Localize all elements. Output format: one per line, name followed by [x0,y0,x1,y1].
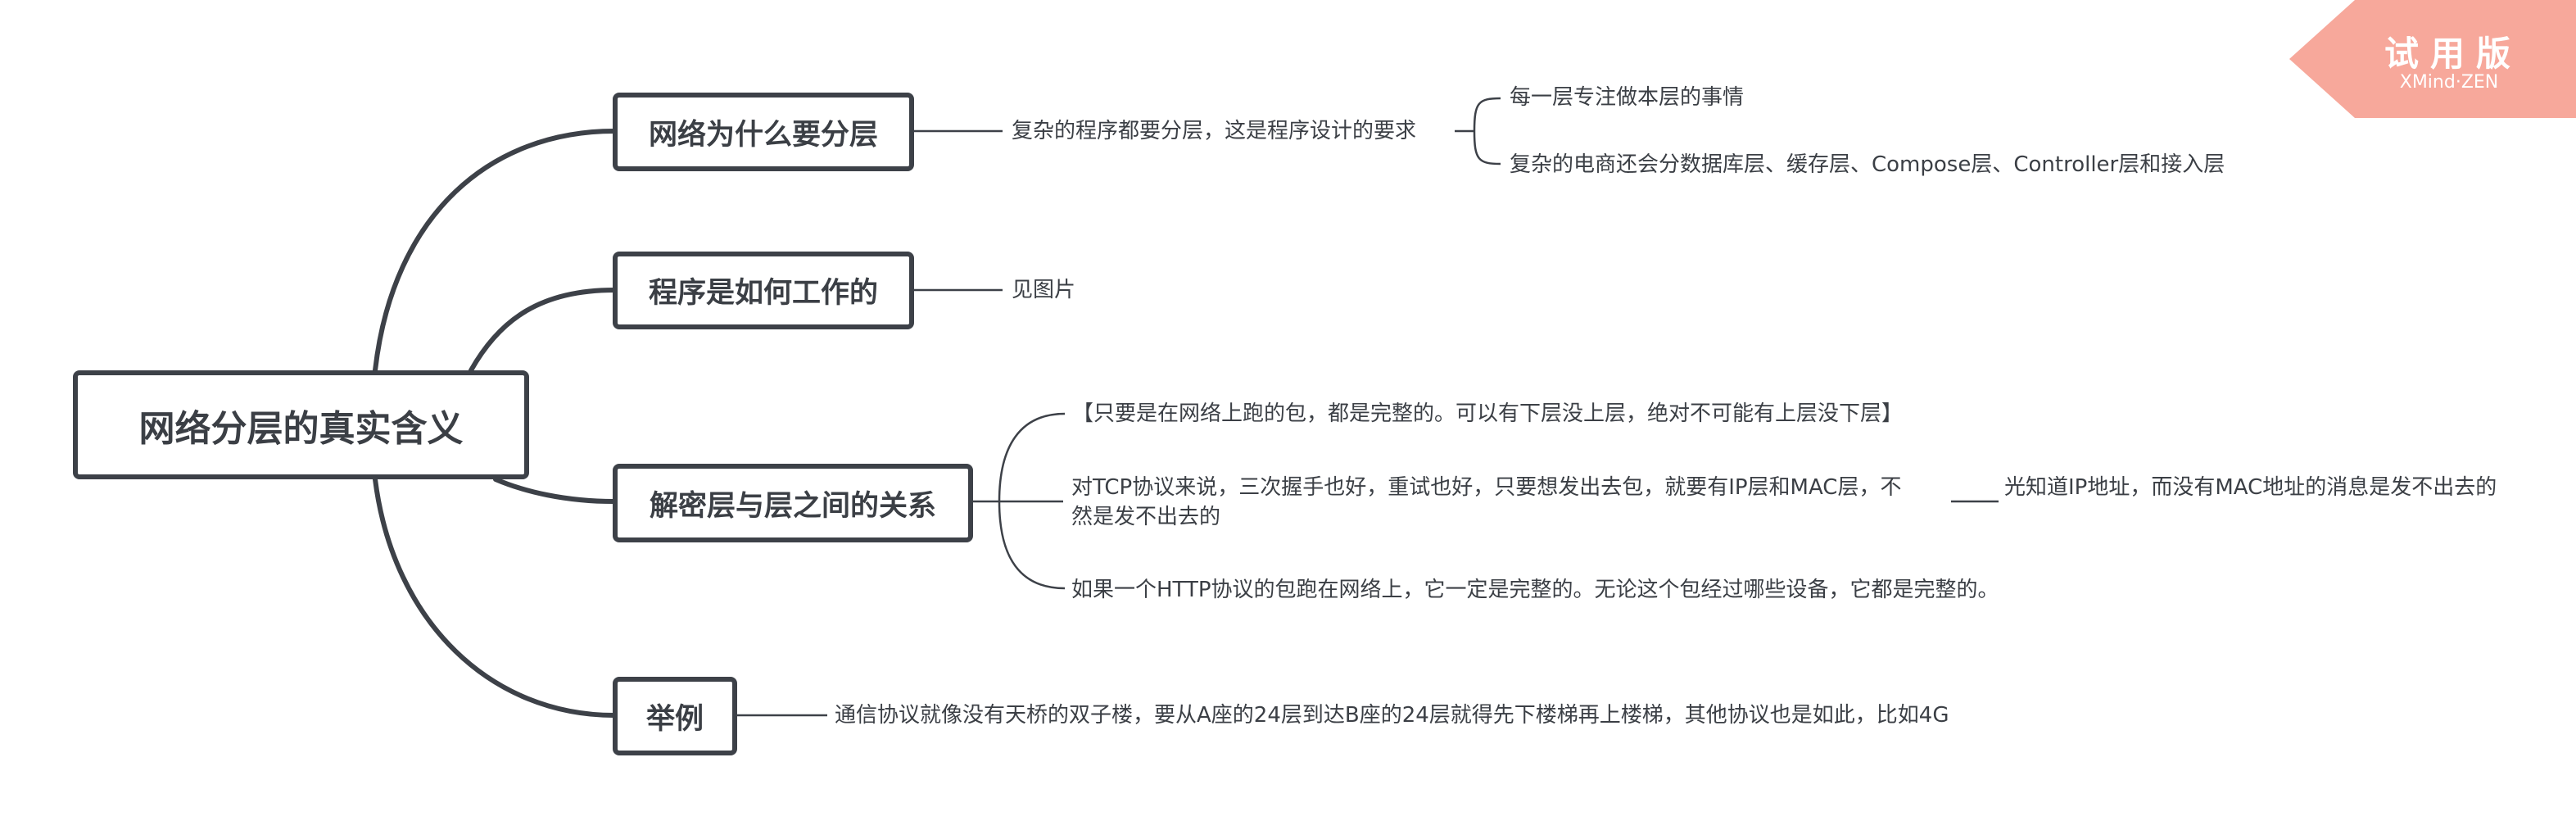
trial-badge-title: 试用版 [2384,34,2522,74]
how-programs-work-detail: 见图片 [1012,278,1076,302]
root-to-branch-1-connector [373,129,617,373]
branch-node-layer-relations-label: 解密层与层之间的关系 [649,489,936,523]
branch-node-why-layers-label: 网络为什么要分层 [648,118,878,152]
example-detail: 通信协议就像没有天桥的双子楼，要从A座的24层到达B座的24层就得先下楼梯再上楼… [835,703,1949,728]
trial-badge-subtitle: XMind·ZEN [2399,72,2499,93]
why-layers-detail: 复杂的程序都要分层，这是程序设计的要求 [1012,119,1417,143]
why-layers-sub-1: 每一层专注做本层的事情 [1510,85,1745,110]
branch-node-why-layers[interactable]: 网络为什么要分层 [613,93,914,171]
branch-node-example[interactable]: 举例 [613,677,737,755]
root-to-branch-2-connector [469,288,617,373]
root-to-branch-3-connector [493,477,617,504]
root-to-branch-4-connector [373,477,617,718]
root-node[interactable]: 网络分层的真实含义 [73,370,529,479]
branch-node-how-programs-work-label: 程序是如何工作的 [648,277,878,310]
trial-watermark-badge: 试用版 XMind·ZEN [2289,0,2576,118]
why-layers-sub-2: 复杂的电商还会分数据库层、缓存层、Compose层、Controller层和接入… [1510,152,2225,177]
root-node-label: 网络分层的真实含义 [138,407,464,450]
layer-relations-detail-1: 【只要是在网络上跑的包，都是完整的。可以有下层没上层，绝对不可能有上层没下层】 [1072,401,1904,426]
branch-node-example-label: 举例 [645,702,704,736]
branch-1-sub-connector [1455,97,1501,166]
branch-node-how-programs-work[interactable]: 程序是如何工作的 [613,252,914,329]
layer-relations-detail-3: 如果一个HTTP协议的包跑在网络上，它一定是完整的。无论这个包经过哪些设备，它都… [1071,578,1999,602]
layer-relations-detail-2: 对TCP协议来说，三次握手也好，重试也好，只要想发出去包，就要有IP层和MAC层… [1071,475,1902,529]
branch-3-children-connector [973,412,1066,590]
branch-node-layer-relations[interactable]: 解密层与层之间的关系 [613,464,973,542]
layer-relations-sub: 光知道IP地址，而没有MAC地址的消息是发不出去的 [2004,475,2497,500]
trial-badge-shape [2289,0,2576,118]
